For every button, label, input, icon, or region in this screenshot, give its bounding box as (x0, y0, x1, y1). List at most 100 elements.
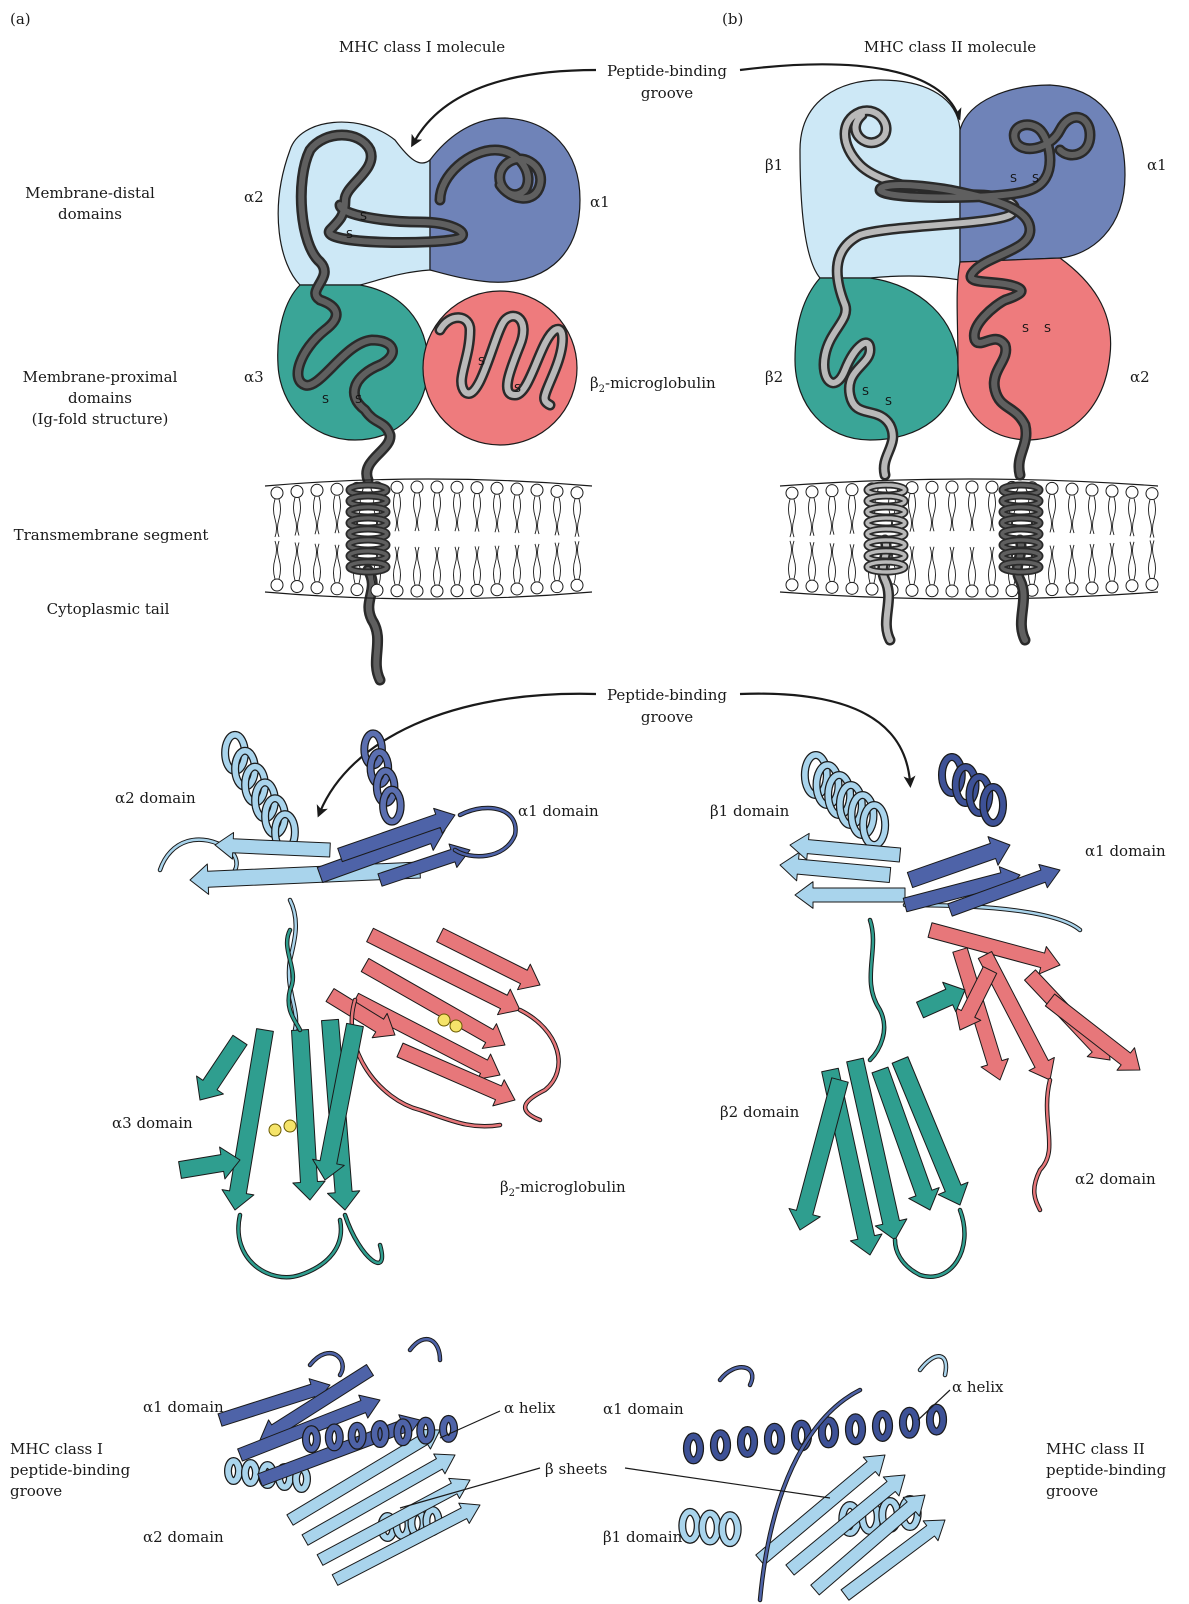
lipid-tail (789, 499, 796, 537)
lipid-tail (434, 547, 441, 585)
class2-ribbon-a1 (903, 757, 1060, 916)
lipid-head (826, 581, 838, 593)
lipid-head (431, 585, 443, 597)
lipid-head (1086, 582, 1098, 594)
groove2-helix-label: α helix (952, 1378, 1004, 1396)
class1-b2m-label-suffix: -microglobulin (605, 374, 716, 392)
lipid-tail (454, 547, 461, 585)
class2-b1-label: β1 (765, 156, 783, 174)
lipid-head (1046, 482, 1058, 494)
lipid-head (551, 485, 563, 497)
class1-membrane (265, 479, 592, 599)
lipid-tail (1129, 498, 1136, 536)
class1-a2-sulfur-2: S (346, 228, 353, 241)
label-membrane-proximal-2: domains (68, 389, 132, 407)
class2-groove-view: α1 domain β1 domain MHC class II peptide… (603, 1356, 1167, 1600)
class1-b2m-label: β2-microglobulin (590, 374, 716, 395)
class1-a2-label: α2 (244, 188, 264, 206)
lipid-tail (829, 543, 836, 581)
class2-a2-label: α2 (1130, 368, 1150, 386)
class2-ribbon: β1 domain α1 domain β2 domain α2 domain (710, 755, 1166, 1277)
panel-b-label: (b) (722, 10, 743, 28)
lipid-head (926, 585, 938, 597)
lipid-tail (554, 543, 561, 581)
lipid-head (571, 487, 583, 499)
lipid-head (331, 583, 343, 595)
lipid-head (331, 483, 343, 495)
class1-ribbon: α2 domain α1 domain α3 domain β2-microgl… (112, 733, 626, 1277)
lipid-head (451, 481, 463, 493)
groove-label-top-line1: Peptide-binding (607, 62, 727, 80)
class1-a3-label: α3 (244, 368, 264, 386)
class2-membrane (780, 479, 1158, 599)
lipid-head (571, 579, 583, 591)
lipid-head (1146, 578, 1158, 590)
lipid-head (391, 585, 403, 597)
lipid-head (806, 580, 818, 592)
groove1-title-line1: MHC class I (10, 1440, 103, 1458)
lipid-head (271, 579, 283, 591)
label-membrane-proximal-3: (Ig-fold structure) (32, 410, 169, 428)
groove1-a2-label: α2 domain (143, 1528, 224, 1546)
lipid-tail (929, 547, 936, 585)
coil-loop (520, 1010, 559, 1120)
lipid-head (866, 583, 878, 595)
lipid-head (906, 584, 918, 596)
alpha-helix-turn (682, 1512, 697, 1540)
class1-a3-disulfide-2 (284, 1120, 296, 1132)
lipid-head (1066, 583, 1078, 595)
ribbon-class2-b2-label: β2 domain (720, 1103, 800, 1121)
lipid-tail (829, 497, 836, 535)
groove1-helix-label: α helix (504, 1399, 556, 1417)
label-membrane-distal-2: domains (58, 205, 122, 223)
lipid-tail (1089, 496, 1096, 534)
class1-b2m-sulfur-1: S (478, 355, 485, 368)
lipid-tail (294, 498, 301, 536)
lipid-tail (514, 495, 521, 533)
lipid-tail (1069, 545, 1076, 583)
class2-a1-label: α1 (1147, 156, 1167, 174)
beta-strand (292, 1030, 326, 1200)
class2-b2-sulfur-1: S (862, 385, 869, 398)
class1-b2m-disulfide-2 (450, 1020, 462, 1032)
class1-b2m-disulfide-1 (438, 1014, 450, 1026)
lipid-tail (394, 493, 401, 531)
lipid-tail (434, 493, 441, 531)
class2-b2-label: β2 (765, 368, 783, 386)
beta-strand (1045, 994, 1140, 1070)
class2-b2-sulfur-2: S (885, 395, 892, 408)
coil-loop (870, 920, 884, 1060)
lipid-head (986, 481, 998, 493)
groove1-a1-label: α1 domain (143, 1398, 224, 1416)
class2-a2-sulfur-1: S (1022, 322, 1029, 335)
class1-title: MHC class I molecule (339, 38, 505, 56)
lipid-head (846, 484, 858, 496)
ribbon-class1-a2-label: α2 domain (115, 789, 196, 807)
lipid-tail (274, 541, 281, 579)
lipid-tail (294, 542, 301, 580)
lipid-tail (849, 496, 856, 534)
class2-a1-sulfur-1: S (1010, 172, 1017, 185)
alpha-helix-turn (702, 1514, 717, 1542)
lipid-tail (909, 494, 916, 532)
lipid-tail (809, 542, 816, 580)
lipid-head (271, 487, 283, 499)
label-cytoplasmic: Cytoplasmic tail (47, 600, 170, 618)
class1-a1-domain (430, 118, 580, 282)
groove2-title-line3: groove (1046, 1482, 1098, 1500)
lipid-tail (929, 493, 936, 531)
lipid-head (511, 583, 523, 595)
lipid-tail (474, 546, 481, 584)
lipid-tail (454, 493, 461, 531)
class1-b2m-sulfur-2: S (514, 382, 521, 395)
ribbon-class1-b2m-prefix: β (500, 1178, 509, 1196)
groove2-title-line2: peptide-binding (1046, 1461, 1167, 1479)
class1-a1-label: α1 (590, 193, 610, 211)
lipid-head (471, 584, 483, 596)
lipid-head (966, 481, 978, 493)
lipid-tail (554, 497, 561, 535)
groove-label-middle-line2: groove (641, 708, 693, 726)
lipid-tail (1069, 495, 1076, 533)
ribbon-class2-b1-label: β1 domain (710, 802, 790, 820)
class1-ribbon-a3 (179, 930, 382, 1277)
